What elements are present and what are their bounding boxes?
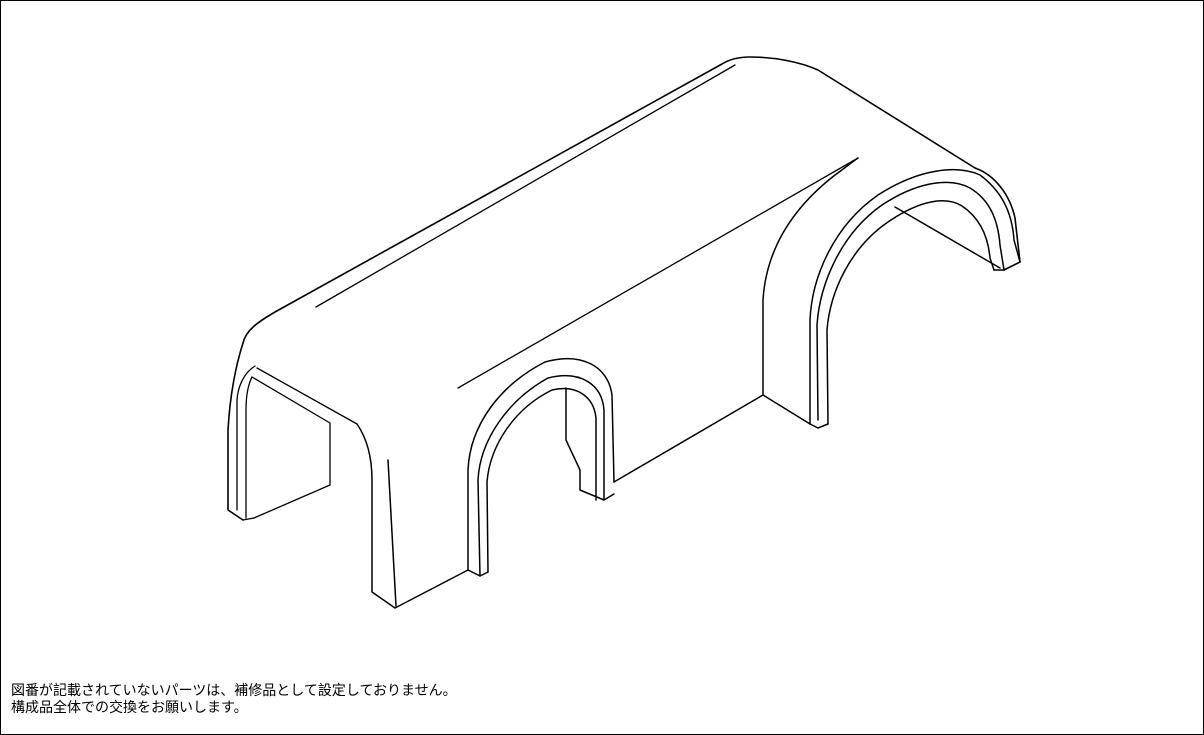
- front-side-left: [356, 423, 469, 609]
- note-line-2: 構成品全体での交換をお願いします。: [11, 700, 248, 716]
- front-side-middle: [613, 157, 859, 483]
- notes-text: 図番が記載されていないパーツは、補修品として設定しておりません。 構成品全体での…: [11, 683, 457, 717]
- right-large-arch: [809, 169, 1021, 429]
- cover-top-outline: [227, 56, 1021, 521]
- left-end-opening: [236, 365, 358, 521]
- note-line-1: 図番が記載されていないパーツは、補修品として設定しておりません。: [11, 683, 457, 699]
- front-small-arch: [467, 357, 615, 577]
- roof-crease-lines: [315, 64, 859, 389]
